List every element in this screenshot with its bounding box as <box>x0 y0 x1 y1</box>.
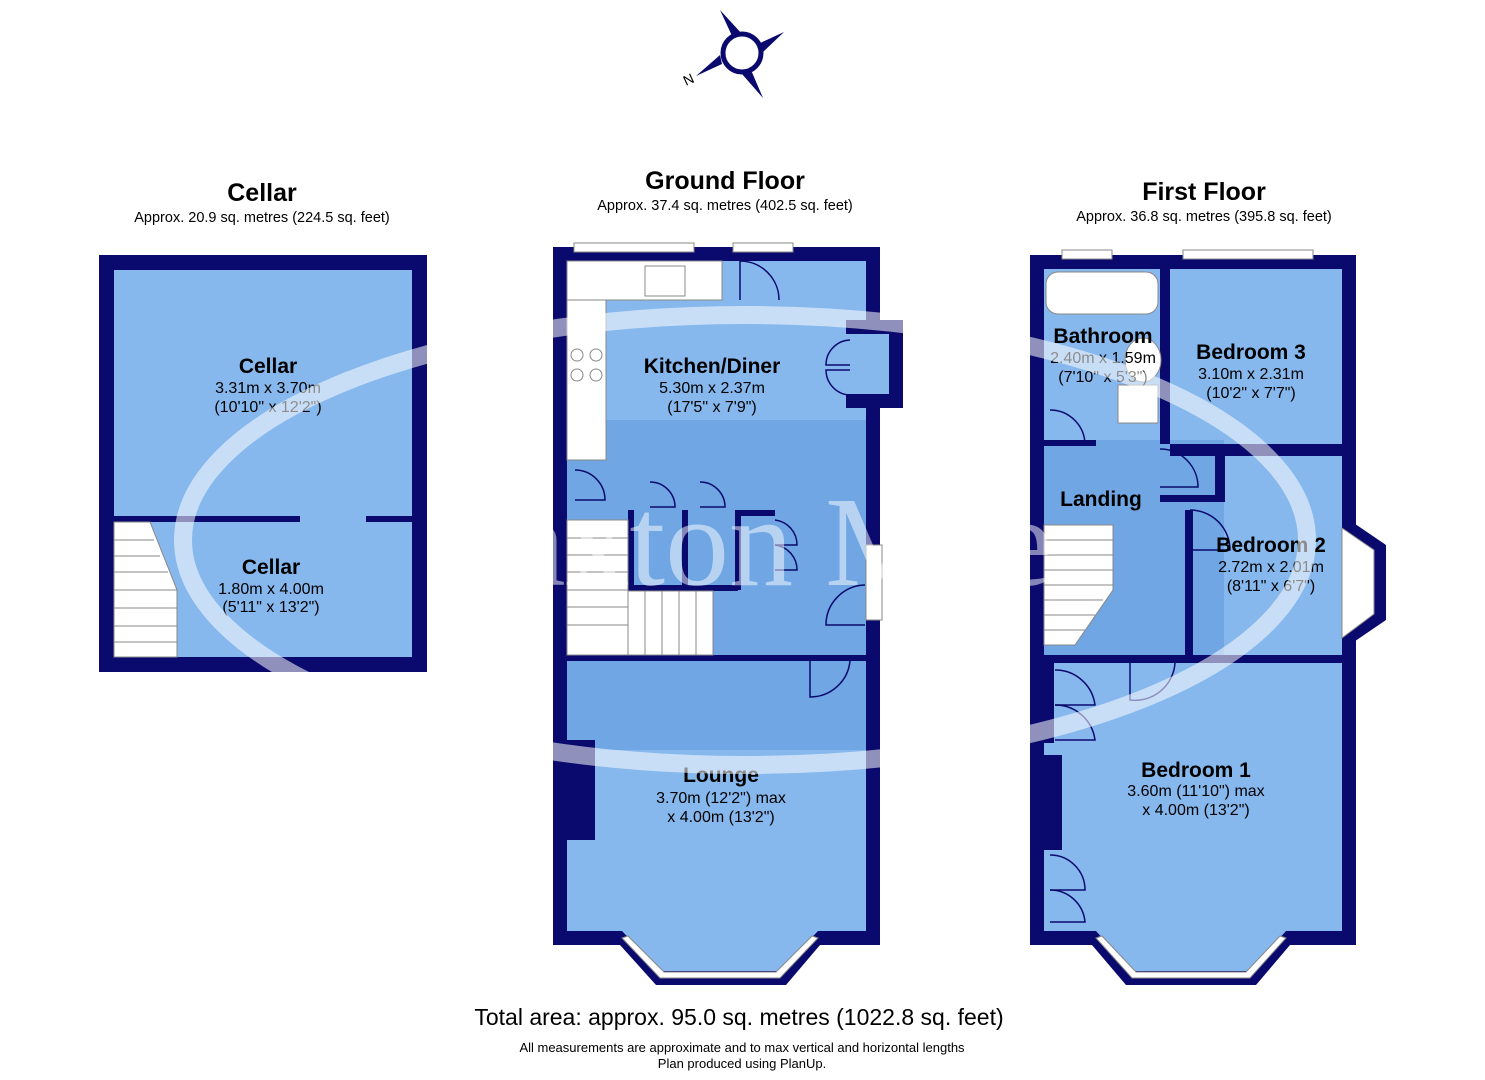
cellar-title: Cellar <box>227 179 297 207</box>
bedroom-1-name: Bedroom 1 <box>1141 759 1251 782</box>
bedroom-1-dim-imperial: x 4.00m (13'2") <box>1142 802 1249 819</box>
bedroom-3-dim-metric: 3.10m x 2.31m <box>1198 366 1304 383</box>
bathroom-name: Bathroom <box>1053 325 1152 348</box>
cellar-stairs <box>113 521 178 658</box>
ground-floor-title: Ground Floor <box>645 167 805 195</box>
bedroom-1-dim-metric: 3.60m (11'10") max <box>1127 783 1264 800</box>
watermark-text: Saxton Mee <box>438 471 1053 613</box>
compass-icon: N <box>681 10 784 98</box>
first-floor-title: First Floor <box>1142 178 1266 206</box>
cellar-room-1-dim-metric: 3.31m x 3.70m <box>215 380 321 397</box>
measurement-note: All measurements are approximate and to … <box>519 1040 965 1055</box>
kitchen-diner-dim-metric: 5.30m x 2.37m <box>659 380 765 397</box>
planup-note: Plan produced using PlanUp. <box>658 1056 826 1071</box>
compass-north-label: N <box>681 70 697 89</box>
ground-floor-doors <box>574 260 866 698</box>
ground-floor-plan: Kitchen/Diner 5.30m x 2.37m (17'5" x 7'9… <box>553 242 903 985</box>
kitchen-diner-name: Kitchen/Diner <box>644 355 781 378</box>
cellar-area: Approx. 20.9 sq. metres (224.5 sq. feet) <box>134 210 390 226</box>
cellar-room-1-name: Cellar <box>239 355 297 378</box>
first-floor-doors <box>1049 409 1231 923</box>
cellar-room-2-dim-metric: 1.80m x 4.00m <box>218 581 324 598</box>
bedroom-3-name: Bedroom 3 <box>1196 341 1306 364</box>
first-floor-plan: Bathroom 2.40m x 1.59m (7'10" x 5'3") Be… <box>1030 249 1386 985</box>
watermark: Saxton Mee <box>174 306 1316 774</box>
cellar-plan: Cellar 3.31m x 3.70m (10'10" x 12'2") Ce… <box>99 255 427 672</box>
bedroom-3-dim-imperial: (10'2" x 7'7") <box>1206 385 1296 402</box>
kitchen-diner-dim-imperial: (17'5" x 7'9") <box>667 399 757 416</box>
ground-floor-area: Approx. 37.4 sq. metres (402.5 sq. feet) <box>597 198 853 214</box>
total-area: Total area: approx. 95.0 sq. metres (102… <box>474 1004 1003 1030</box>
lounge-dim-metric: 3.70m (12'2") max <box>656 790 786 807</box>
first-floor-stairs <box>1043 524 1114 646</box>
ground-floor-stairs <box>566 519 714 656</box>
cellar-room-2-name: Cellar <box>242 556 300 579</box>
landing-name: Landing <box>1060 488 1142 511</box>
first-floor-area: Approx. 36.8 sq. metres (395.8 sq. feet) <box>1076 209 1332 225</box>
cellar-room-2-dim-imperial: (5'11" x 13'2") <box>222 599 319 616</box>
lounge-dim-imperial: x 4.00m (13'2") <box>667 809 774 826</box>
